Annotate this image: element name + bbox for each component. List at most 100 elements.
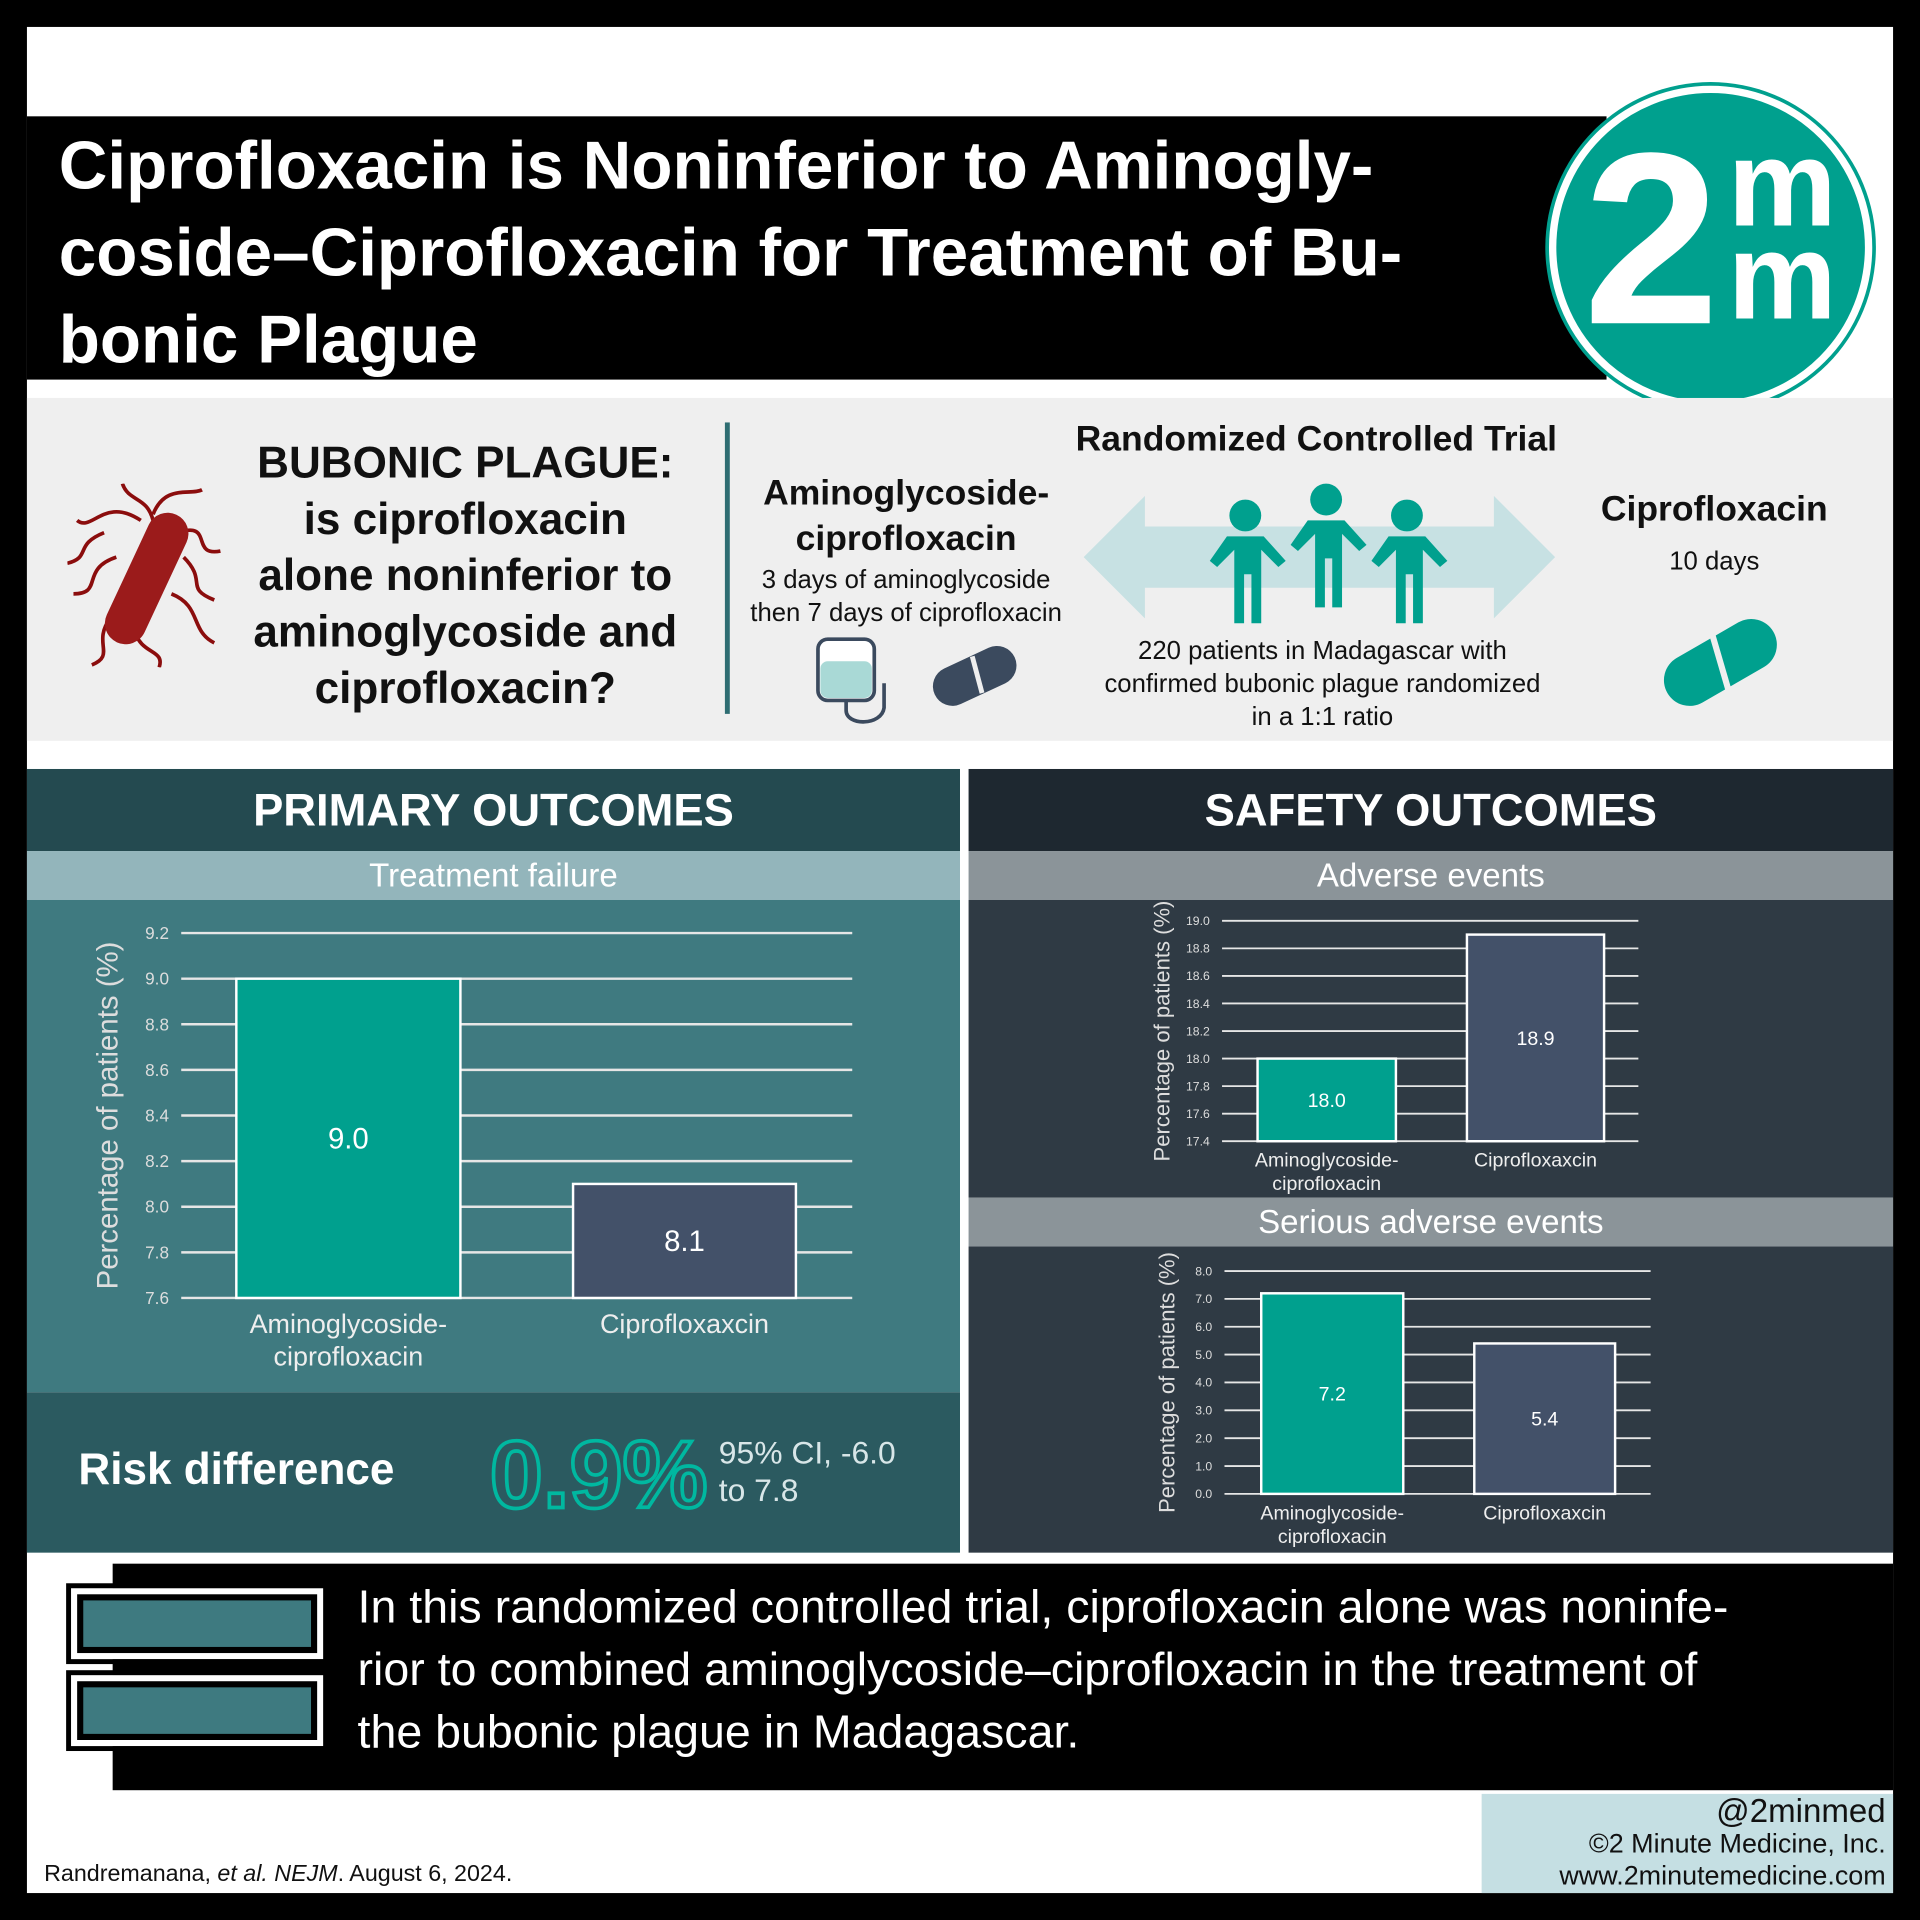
- arm1-name: Aminoglycoside- ciprofloxacin: [722, 471, 1089, 562]
- bar-ciprofloxacin: [1473, 1342, 1617, 1496]
- risk-difference-value: 0.9%: [488, 1419, 709, 1530]
- title-band: [26, 116, 1607, 380]
- page-title: Ciprofloxacin is Noninferior to Aminogly…: [59, 122, 1565, 383]
- x-category-label: ciprofloxacin: [1278, 1526, 1387, 1548]
- bar-aminoglycoside-ciprofloxacin: [1260, 1292, 1405, 1496]
- x-category-label: Aminoglycoside-: [250, 1309, 448, 1339]
- ci-line: 95% CI, -6.0: [718, 1433, 896, 1471]
- conclusion-text: In this randomized controlled trial, cip…: [358, 1577, 1889, 1764]
- conclusion-line: In this randomized controlled trial, cip…: [357, 1582, 1729, 1634]
- bar-value-label: 9.0: [328, 1123, 369, 1156]
- arm2-name: Ciprofloxacin: [1600, 489, 1828, 529]
- bar-aminoglycoside-ciprofloxacin: [1256, 1057, 1398, 1143]
- citation-date: . August 6, 2024.: [337, 1861, 513, 1887]
- y-tick-label: 17.8: [1186, 1079, 1210, 1093]
- y-tick-label: 8.6: [145, 1060, 169, 1080]
- title-line: coside–Ciprofloxacin for Treatment of Bu…: [58, 214, 1403, 291]
- website-link[interactable]: www.2minutemedicine.com: [1559, 1860, 1886, 1891]
- y-tick-label: 8.0: [1195, 1264, 1212, 1278]
- bar-value-label: 7.2: [1319, 1383, 1346, 1405]
- bar-ciprofloxacin: [1465, 933, 1606, 1143]
- y-axis-label: Percentage of patients (%): [92, 942, 125, 1290]
- bar-value-label: 18.9: [1516, 1028, 1554, 1050]
- y-tick-label: 7.6: [145, 1288, 169, 1308]
- y-tick-label: 8.4: [145, 1106, 169, 1126]
- 2minmed-logo: 2 m m TM: [1548, 85, 1873, 409]
- conclusion-line: the bubonic plague in Madagascar.: [357, 1706, 1080, 1759]
- x-category-label: Aminoglycoside-: [1255, 1150, 1399, 1172]
- citation: Randremanana, et al. NEJM. August 6, 202…: [44, 1861, 512, 1888]
- logo-m-bottom: m: [1727, 208, 1837, 346]
- y-tick-label: 9.0: [145, 969, 169, 989]
- y-tick-label: 3.0: [1195, 1404, 1212, 1418]
- question-line: alone noninferior to: [258, 549, 673, 601]
- y-tick-label: 6.0: [1195, 1320, 1212, 1334]
- bar-aminoglycoside-ciprofloxacin: [235, 977, 462, 1300]
- y-axis-label: Percentage of patients (%): [1149, 901, 1174, 1162]
- risk-difference-panel: Risk difference 0.9% 95% CI, -6.0 to 7.8: [26, 1392, 961, 1553]
- safety-outcomes-heading: SAFETY OUTCOMES: [968, 768, 1894, 852]
- adverse-events-chart: 17.417.617.818.018.218.418.618.819.0Perc…: [1149, 901, 1639, 1195]
- patients-icon: [1209, 483, 1448, 624]
- research-question: BUBONIC PLAGUE: is ciprofloxacin alone n…: [220, 435, 710, 717]
- bar-value-label: 8.1: [664, 1225, 705, 1258]
- y-tick-label: 7.0: [1195, 1292, 1212, 1306]
- twitter-handle[interactable]: @2minmed: [1716, 1792, 1886, 1830]
- population-line: in a 1:1 ratio: [1251, 702, 1394, 732]
- arm1-name-line: ciprofloxacin: [795, 519, 1017, 559]
- y-tick-label: 7.8: [145, 1242, 169, 1262]
- conclusion-line: rior to combined aminoglycoside–ciproflo…: [357, 1644, 1698, 1696]
- x-category-label: Ciprofloxaxcin: [600, 1309, 769, 1339]
- y-tick-label: 19.0: [1186, 914, 1210, 928]
- population-line: confirmed bubonic plague randomized: [1104, 669, 1541, 698]
- y-tick-label: 18.6: [1186, 969, 1210, 983]
- y-tick-label: 8.0: [145, 1197, 169, 1217]
- x-category-label: ciprofloxacin: [274, 1341, 424, 1371]
- adverse-events-subheading: Adverse events: [968, 851, 1894, 901]
- logo-m-top: m: [1727, 115, 1837, 253]
- pill-icon: [1663, 618, 1777, 706]
- arm1-name-line: Aminoglycoside-: [763, 473, 1050, 514]
- y-tick-label: 2.0: [1195, 1431, 1212, 1445]
- arm1-desc-line: 3 days of aminoglycoside: [761, 565, 1051, 594]
- conclusion-band: [112, 1563, 1894, 1791]
- trial-heading: Randomized Controlled Trial: [1075, 420, 1558, 460]
- y-tick-label: 17.6: [1186, 1107, 1210, 1121]
- y-axis-label: Percentage of patients (%): [1154, 1252, 1179, 1513]
- conclusion-icon-bar: [66, 1583, 329, 1665]
- ci-line: to 7.8: [718, 1471, 799, 1509]
- population-line: 220 patients in Madagascar with: [1138, 636, 1507, 665]
- citation-author: Randremanana,: [44, 1861, 218, 1887]
- x-category-label: Ciprofloxaxcin: [1474, 1150, 1597, 1172]
- iv-bag-and-pill-icon: [816, 637, 1017, 724]
- treatment-failure-subheading: Treatment failure: [26, 851, 961, 901]
- bacterium-icon: [67, 483, 221, 668]
- arm1-desc-line: then 7 days of ciprofloxacin: [750, 598, 1062, 627]
- footer-credits: @2minmed ©2 Minute Medicine, Inc. www.2m…: [1481, 1792, 1894, 1894]
- y-tick-label: 1.0: [1195, 1459, 1212, 1473]
- question-line: ciprofloxacin?: [314, 662, 616, 713]
- copyright: ©2 Minute Medicine, Inc.: [1588, 1828, 1886, 1859]
- y-tick-label: 17.4: [1186, 1135, 1210, 1149]
- logo-2: 2: [1583, 102, 1720, 376]
- y-tick-label: 8.2: [145, 1151, 169, 1171]
- y-tick-label: 8.8: [145, 1014, 169, 1034]
- y-tick-label: 9.2: [145, 923, 169, 943]
- y-tick-label: 4.0: [1195, 1376, 1212, 1390]
- x-category-label: ciprofloxacin: [1272, 1173, 1381, 1195]
- title-line: Ciprofloxacin is Noninferior to Aminogly…: [58, 127, 1374, 204]
- y-tick-label: 18.2: [1186, 1024, 1210, 1038]
- risk-difference-label: Risk difference: [78, 1443, 395, 1494]
- y-tick-label: 18.0: [1186, 1052, 1210, 1066]
- serious-adverse-events-subheading: Serious adverse events: [968, 1197, 1894, 1247]
- bar-ciprofloxacin: [571, 1182, 798, 1300]
- title-line: bonic Plague: [58, 301, 478, 378]
- primary-outcomes-heading: PRIMARY OUTCOMES: [26, 768, 961, 852]
- question-line: BUBONIC PLAGUE:: [257, 437, 674, 488]
